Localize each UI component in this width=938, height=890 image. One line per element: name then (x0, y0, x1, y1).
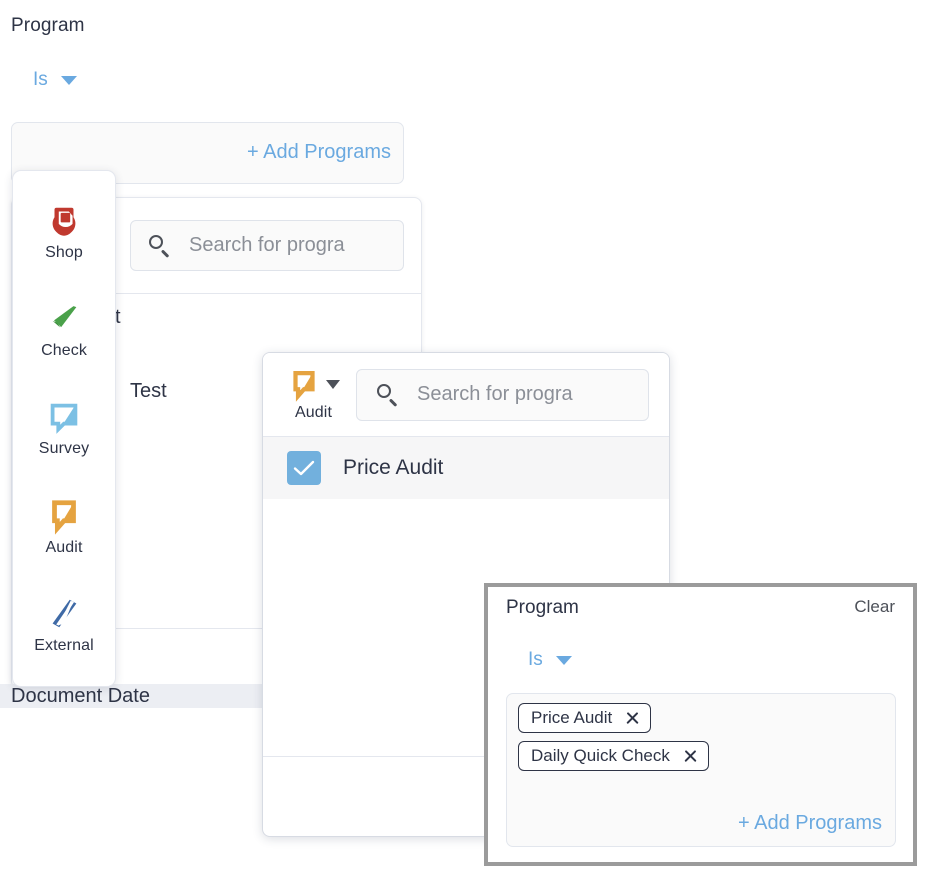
list-item-fragment: t (115, 306, 121, 328)
divider (12, 628, 421, 629)
external-icon (52, 599, 77, 628)
program-picker-panel: Audit Search for progra Price Audit (262, 352, 670, 837)
sidebar-item-label: External (34, 636, 94, 654)
check-icon (52, 306, 77, 328)
chip-price-audit[interactable]: Price Audit (518, 703, 652, 733)
chevron-down-icon (60, 75, 77, 85)
picker-header: Audit Search for progra (263, 353, 669, 437)
checkbox-checked[interactable] (287, 451, 321, 485)
chip-label: Daily Quick Check (531, 746, 670, 765)
search-input[interactable]: Search for progra (130, 220, 404, 271)
divider (12, 293, 421, 294)
chevron-down-icon (326, 380, 340, 389)
add-programs-link[interactable]: + Add Programs (738, 812, 882, 834)
search-icon (149, 234, 171, 257)
list-item: Test (130, 380, 167, 402)
search-input[interactable]: Search for progra (356, 368, 649, 421)
add-programs-link[interactable]: + Add Programs (247, 141, 391, 163)
audit-icon (52, 499, 76, 535)
close-icon[interactable] (683, 749, 697, 763)
panel-title: Program (506, 597, 579, 618)
search-placeholder: Search for progra (189, 234, 345, 256)
sidebar-item-survey[interactable]: Survey (13, 398, 115, 458)
selected-programs-field[interactable]: Price Audit Daily Quick Check + Add Prog… (506, 693, 896, 847)
operator-label: Is (33, 69, 48, 90)
shop-icon (52, 207, 76, 236)
divider (263, 756, 669, 757)
clear-button[interactable]: Clear (854, 597, 895, 616)
sidebar-item-check[interactable]: Check (13, 300, 115, 360)
program-filter-result-panel: Program Clear Is Price Audit Daily Quick… (484, 583, 917, 866)
sidebar-item-audit[interactable]: Audit (13, 497, 115, 557)
audit-icon (293, 370, 315, 402)
sidebar-item-shop[interactable]: Shop (13, 202, 115, 262)
search-placeholder: Search for progra (417, 383, 573, 405)
operator-dropdown[interactable]: Is (528, 649, 572, 671)
search-icon (377, 383, 399, 406)
chevron-down-icon (555, 655, 572, 665)
operator-dropdown[interactable]: Is (33, 69, 77, 91)
sidebar-item-external[interactable]: External (13, 595, 115, 655)
sidebar-item-label: Audit (45, 538, 83, 556)
sidebar-item-label: Check (41, 342, 87, 360)
program-type-sidebar[interactable]: Shop Check Survey Audit External (12, 170, 116, 687)
chip-row: Daily Quick Check (518, 741, 884, 779)
sidebar-item-label: Shop (45, 244, 83, 262)
survey-icon (50, 404, 78, 435)
chip-row: Price Audit (518, 703, 884, 741)
list-item-label: Price Audit (343, 456, 444, 479)
document-date-label: Document Date (11, 685, 150, 707)
operator-label: Is (528, 649, 543, 670)
close-icon[interactable] (625, 711, 639, 725)
chip-daily-quick-check[interactable]: Daily Quick Check (518, 741, 709, 771)
chip-label: Price Audit (531, 708, 613, 727)
result-header: Program Clear (488, 587, 913, 633)
picker-type-selector[interactable]: Audit (287, 368, 340, 422)
check-icon (293, 460, 315, 476)
picker-type-label: Audit (295, 403, 332, 421)
list-item[interactable]: Price Audit (263, 437, 669, 499)
sidebar-item-label: Survey (38, 440, 90, 458)
page-title: Program (11, 15, 85, 36)
